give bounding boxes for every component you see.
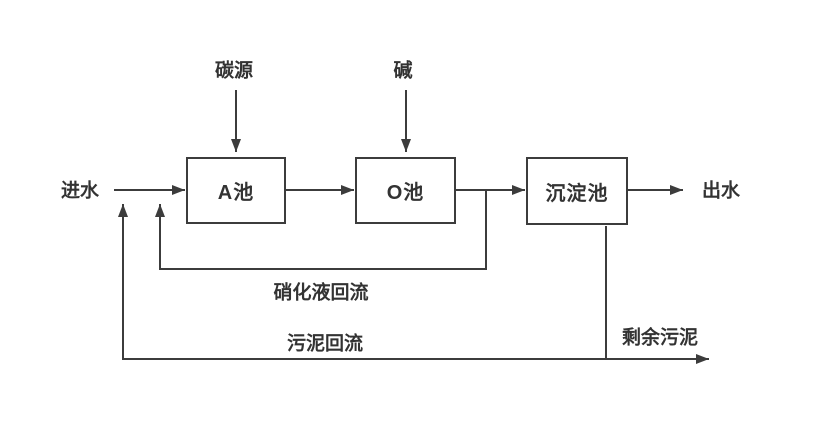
sludge-recycle-label: 污泥回流	[286, 333, 364, 355]
outlet-label: 出水	[701, 180, 741, 202]
tank-o-label: O池	[386, 182, 425, 204]
alkali-label: 碱	[393, 60, 413, 82]
carbon-source-label: 碳源	[214, 60, 254, 82]
nitrification-recycle-line	[155, 191, 487, 270]
inlet-label: 进水	[60, 180, 100, 202]
nitrification-recycle-label: 硝化液回流	[273, 282, 369, 304]
sludge-recycle-line	[118, 204, 606, 360]
sedimentation-tank-label: 沉淀池	[545, 182, 609, 205]
tank-o-box: O池	[355, 157, 456, 224]
tank-a-box: A池	[186, 157, 286, 224]
sedimentation-tank-box: 沉淀池	[526, 157, 628, 225]
excess-sludge-label: 剩余污泥	[621, 327, 699, 349]
tank-a-label: A池	[217, 182, 255, 204]
